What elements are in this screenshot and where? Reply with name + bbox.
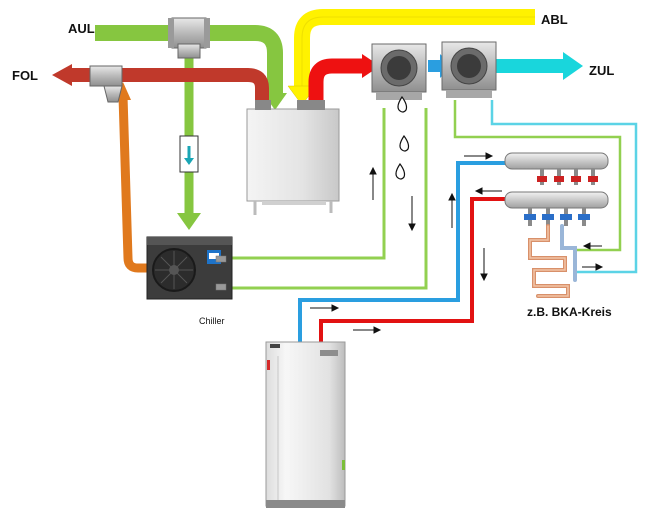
- manifold-top: [504, 152, 609, 185]
- zul-arrow-icon: [563, 52, 583, 80]
- label-abl: ABL: [541, 12, 568, 27]
- storage-tank: [265, 341, 346, 508]
- green-pipe-bka: [453, 100, 622, 252]
- heating-coil: [371, 43, 427, 100]
- chiller: [146, 236, 233, 300]
- label-aul: AUL: [68, 21, 95, 36]
- cyan-pipe-bka: [490, 100, 638, 274]
- fol-arrow-icon: [52, 64, 72, 86]
- aul-tee-fitting: [168, 17, 210, 59]
- damper-arrow-icon: [184, 158, 194, 165]
- label-bka: z.B. BKA-Kreis: [527, 305, 612, 319]
- label-chiller: Chiller: [199, 316, 225, 326]
- water-drop-icon: [395, 95, 410, 180]
- manifold-bottom: [504, 191, 609, 226]
- blue-pipe: [298, 161, 505, 342]
- aul-down-arrow-icon: [177, 213, 201, 230]
- cooling-coil: [441, 41, 497, 98]
- fol-duct: [52, 64, 269, 108]
- green-pipe-return: [225, 108, 428, 290]
- bka-coil: [528, 224, 577, 298]
- red-pipe: [319, 197, 505, 342]
- green-pipe-supply: [225, 108, 386, 260]
- supply-hot-duct: [308, 54, 380, 108]
- damper: [179, 135, 199, 173]
- flow-arrow-icon: [310, 152, 604, 334]
- chiller-exhaust-pipe: [118, 95, 148, 273]
- zul-duct: [495, 52, 583, 80]
- fol-y-fitting: [89, 65, 123, 103]
- label-zul: ZUL: [589, 63, 614, 78]
- ventilation-unit: [246, 100, 340, 215]
- label-fol: FOL: [12, 68, 38, 83]
